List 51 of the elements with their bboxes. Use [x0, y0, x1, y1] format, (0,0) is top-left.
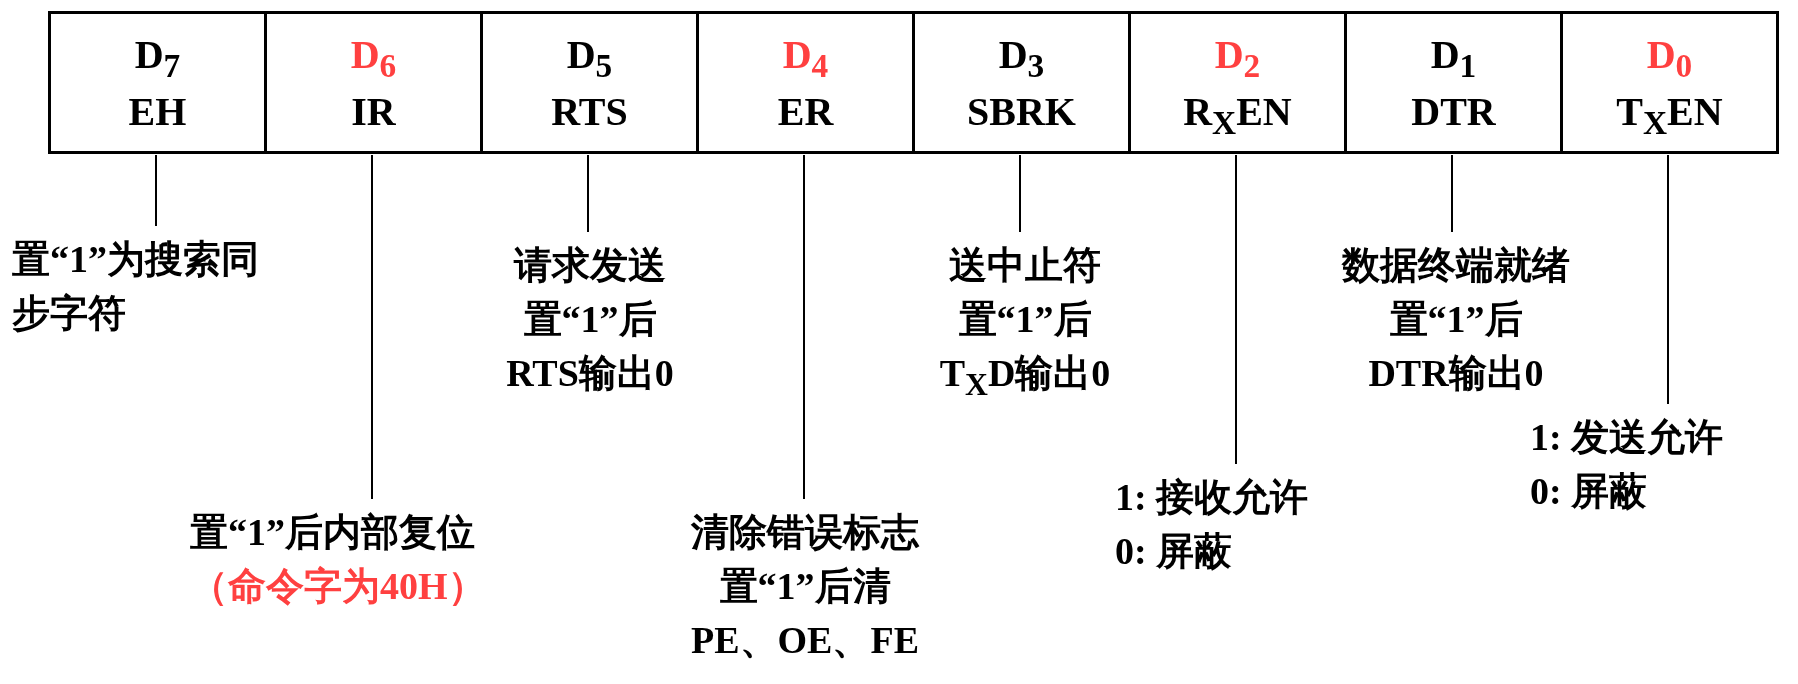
description-text: 置“1”后	[1388, 297, 1524, 342]
register-bit-cell	[480, 11, 699, 154]
description-text: 置“1”后	[522, 297, 658, 342]
register-bit-cell	[1344, 11, 1563, 154]
bit-number: D$_{7}$	[133, 32, 182, 86]
description-text: 数据终端就绪	[1340, 243, 1571, 288]
description-text: T$_{X}$D输出0	[938, 351, 1112, 404]
bit-number: D$_{0}$	[1645, 32, 1694, 86]
leader-line	[1451, 154, 1453, 233]
bit-number: D$_{1}$	[1429, 32, 1478, 86]
description-text: 置“1”后	[957, 297, 1093, 342]
bit-name: ER	[776, 89, 835, 135]
bit-name: EH	[127, 89, 188, 135]
bit-number: D$_{6}$	[349, 32, 398, 86]
register-bit-cell	[1560, 11, 1779, 154]
description-text: 置“1”后清	[718, 564, 892, 609]
bit-name: DTR	[1410, 89, 1497, 135]
description-text: 1: 发送允许	[1530, 415, 1725, 460]
description-text: 送中止符	[948, 243, 1102, 288]
bit-name: R$_{X}$EN	[1182, 89, 1293, 143]
leader-line	[1019, 154, 1021, 233]
description-text: DTR输出0	[1367, 351, 1545, 396]
leader-line	[1667, 154, 1669, 405]
description-text: PE、OE、FE	[690, 618, 920, 663]
description-text: 清除错误标志	[690, 510, 920, 555]
bit-number: D$_{5}$	[565, 32, 614, 86]
leader-line	[587, 154, 589, 233]
leader-line	[803, 154, 805, 500]
description-text: 置“1”后内部复位	[190, 510, 476, 555]
register-bit-cell	[1128, 11, 1347, 154]
description-text: 1: 接收允许	[1115, 475, 1310, 520]
description-text: （命令字为40H）	[190, 564, 487, 609]
bit-number: D$_{2}$	[1213, 32, 1262, 86]
bit-name: RTS	[550, 89, 629, 135]
leader-line	[371, 154, 373, 500]
register-bit-cell	[48, 11, 267, 154]
register-bit-cell	[696, 11, 915, 154]
description-text: 0: 屏蔽	[1530, 469, 1649, 514]
register-bit-cell	[912, 11, 1131, 154]
leader-line	[155, 154, 157, 227]
bit-number: D$_{4}$	[781, 32, 830, 86]
description-text: RTS输出0	[505, 351, 675, 396]
description-text: 0: 屏蔽	[1115, 529, 1234, 574]
bit-name: SBRK	[966, 89, 1077, 135]
description-text: 请求发送	[512, 243, 667, 288]
bit-name: IR	[350, 89, 397, 135]
leader-line	[1235, 154, 1237, 465]
bit-number: D$_{3}$	[997, 32, 1046, 86]
bit-name: T$_{X}$EN	[1615, 89, 1724, 143]
description-text: 置“1”为搜索同步字符	[12, 237, 260, 336]
register-bit-cell	[264, 11, 483, 154]
